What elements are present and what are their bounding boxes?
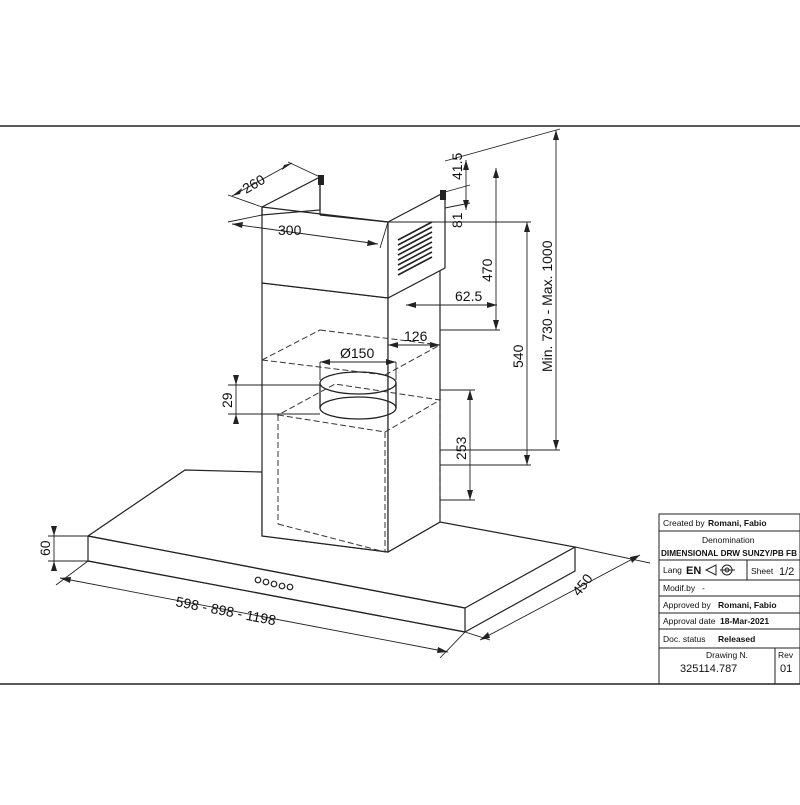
outlet-collar — [319, 371, 397, 420]
label-chimney-depth: 260 — [240, 171, 268, 197]
modif-value: - — [702, 583, 705, 593]
dimension-lines — [48, 128, 651, 659]
approved-label: Approved by — [663, 600, 711, 610]
label-outlet-offset: 62.5 — [455, 288, 482, 304]
lower-chimney — [261, 266, 441, 554]
label-motor-height: 253 — [453, 436, 469, 460]
bracket-tabs — [318, 175, 446, 200]
upper-chimney — [261, 176, 446, 299]
rev-value: 01 — [780, 663, 792, 675]
label-collar-height: 29 — [219, 392, 235, 408]
rev-label: Rev — [778, 650, 794, 660]
status-label: Doc. status — [663, 634, 706, 644]
label-hood-widths: 598 - 898 - 1198 — [174, 593, 277, 628]
label-hood-thickness: 60 — [37, 540, 53, 556]
label-hood-depth: 450 — [569, 570, 596, 598]
created-by-value: Romani, Fabio — [708, 518, 767, 528]
control-button-2 — [262, 578, 270, 586]
label-top-gap: 41.5 — [449, 153, 465, 180]
approved-value: Romani, Fabio — [718, 600, 777, 610]
arrowheads — [51, 130, 640, 653]
approval-date-label: Approval date — [663, 616, 716, 626]
lang-value: EN — [686, 565, 701, 577]
control-buttons — [254, 576, 294, 591]
label-chimney-height: 470 — [479, 258, 495, 282]
label-outlet-depth: 126 — [404, 328, 428, 344]
projection-symbol-icon — [704, 564, 735, 576]
modif-label: Modif.by — [663, 583, 696, 593]
label-chimney-width: 300 — [278, 222, 302, 238]
vent-slots — [397, 221, 433, 276]
motor-housing-hidden — [261, 329, 442, 553]
control-button-5 — [286, 583, 294, 591]
label-outlet-diameter: Ø150 — [340, 345, 374, 361]
sheet-value: 1/2 — [779, 566, 794, 578]
lang-label: Lang — [663, 565, 682, 575]
sheet-label: Sheet — [751, 566, 774, 576]
label-vent-offset: 81 — [449, 212, 465, 228]
drawing-label: Drawing N. — [706, 650, 748, 660]
status-value: Released — [718, 634, 755, 644]
created-by-label: Created by — [663, 518, 705, 528]
control-button-1 — [254, 576, 262, 584]
approval-date-value: 18-Mar-2021 — [720, 616, 769, 626]
denomination-value: DIMENSIONAL DRW SUNZY/PB FB — [661, 548, 797, 558]
drawing-value: 325114.787 — [680, 663, 737, 675]
label-overall-height: 540 — [510, 344, 526, 368]
label-installation-range: Min. 730 - Max. 1000 — [539, 240, 555, 372]
title-block: Created by Romani, Fabio Denomination DI… — [658, 513, 800, 685]
denomination-label: Denomination — [702, 535, 755, 545]
control-button-3 — [270, 580, 278, 588]
control-button-4 — [278, 582, 286, 590]
